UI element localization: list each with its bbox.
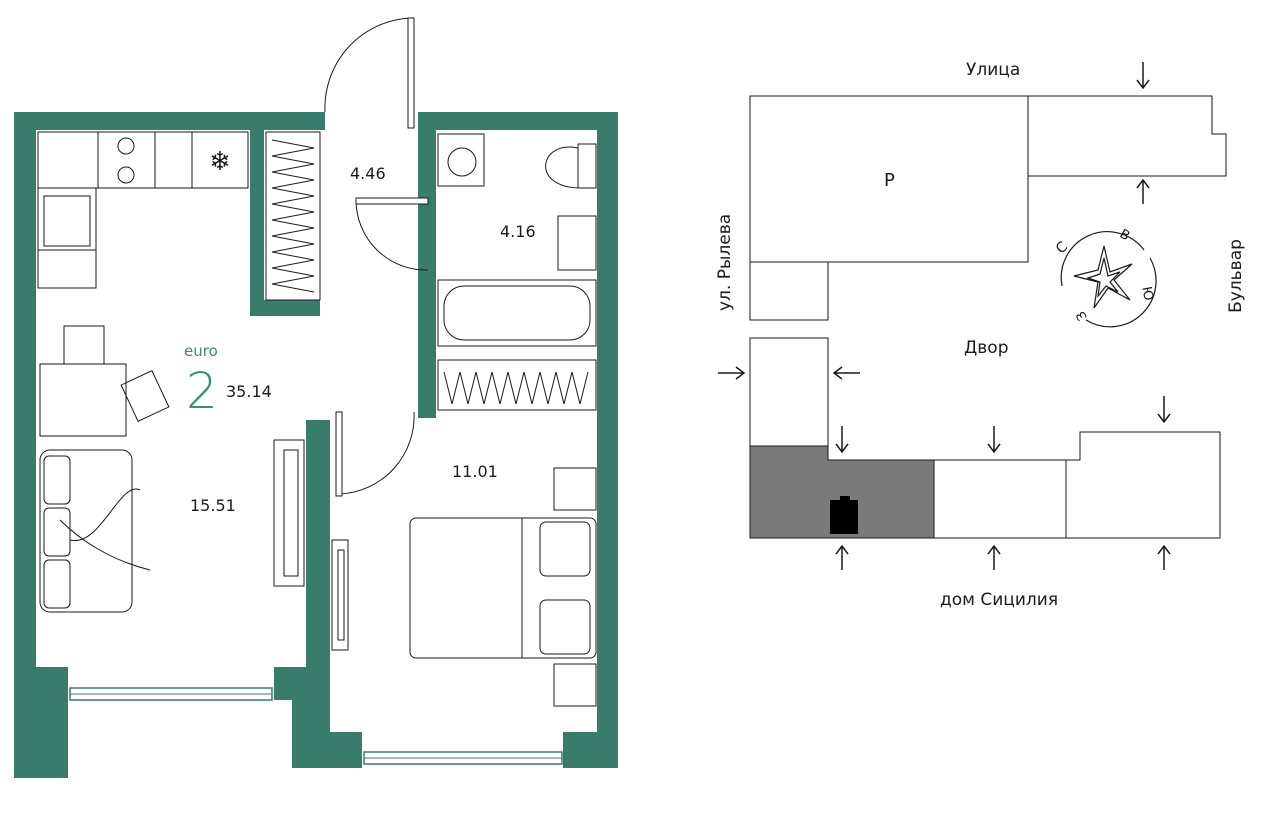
area-bathroom: 4.16: [500, 222, 536, 241]
dining-table: [39, 325, 170, 437]
snowflake-icon: ❄: [209, 147, 231, 177]
sofa: [39, 449, 151, 613]
building-bottom-right: [1065, 431, 1221, 539]
courtyard-label: Двор: [964, 338, 1009, 358]
parking-building: [749, 95, 1029, 263]
bed: [409, 467, 597, 707]
compass-rose: [1060, 231, 1157, 328]
apartment-floorplan: ❄: [14, 17, 618, 778]
area-living: 15.51: [190, 496, 236, 515]
bedroom-door: [339, 411, 415, 495]
building-bottom-label: дом Сицилия: [940, 590, 1059, 610]
location-marker: [830, 500, 858, 534]
entrance-door: [324, 17, 411, 113]
rooms-count: 2: [186, 362, 218, 420]
building-left: [749, 337, 829, 447]
street-right-label: Бульвар: [1226, 239, 1246, 313]
street-top-label: Улица: [966, 60, 1021, 80]
wall-balcony-left: [274, 420, 362, 768]
building-top-right: [1027, 95, 1227, 177]
class-label: euro: [184, 342, 218, 360]
building-bottom-mid: [933, 459, 1067, 539]
wall-left-bottom: [14, 680, 68, 778]
area-bedroom: 11.01: [452, 462, 498, 481]
street-left-label: ул. Рылева: [715, 213, 735, 311]
wall-entrance-left: [250, 130, 320, 316]
outer-wall: [14, 112, 325, 680]
entry-arrows: [718, 62, 1171, 570]
area-hall: 4.46: [350, 164, 386, 183]
kitchen-units: [37, 131, 249, 289]
wall-bath-left: [418, 130, 436, 418]
wardrobe-hall: [265, 131, 321, 301]
building-small-left: [749, 261, 829, 321]
outer-wall-right: [418, 112, 618, 768]
bathroom-fixtures: [437, 133, 597, 411]
site-plan: [749, 95, 1227, 539]
parking-label: P: [884, 170, 895, 191]
bathroom-door: [355, 199, 429, 271]
total-area: 35.14: [226, 382, 272, 401]
bedroom-wardrobe: [331, 539, 349, 651]
tv-stand: [273, 439, 305, 587]
compass-south: Ю: [1138, 285, 1156, 302]
